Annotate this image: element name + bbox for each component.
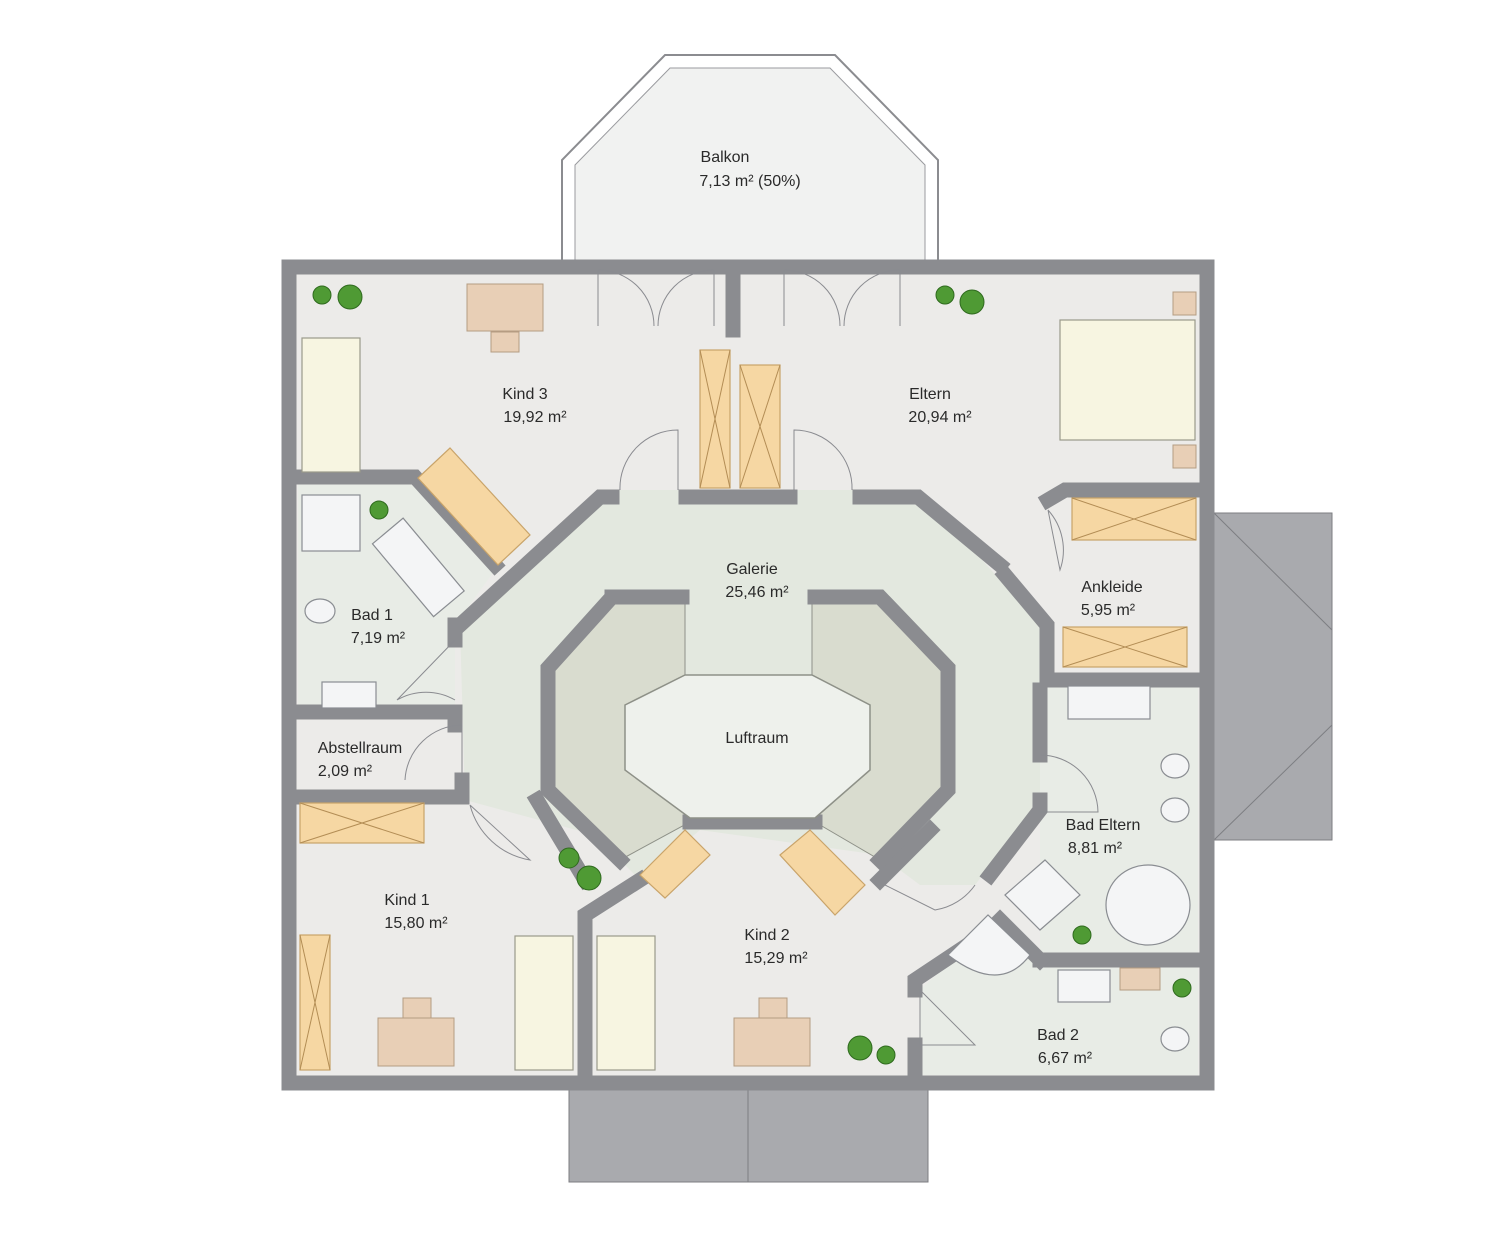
room-area-bad-eltern: 8,81 m²: [1068, 840, 1123, 857]
room-name-eltern: Eltern: [909, 386, 951, 403]
room-name-kind2: Kind 2: [744, 927, 789, 944]
room-name-ankleide: Ankleide: [1081, 579, 1142, 596]
room-name-luftraum: Luftraum: [725, 730, 788, 747]
door-swings: [396, 269, 1099, 1046]
room-area-balkon: 7,13 m² (50%): [699, 173, 800, 190]
sanitary: [301, 494, 1191, 1052]
room-area-bad1: 7,19 m²: [351, 630, 406, 647]
room-area-eltern: 20,94 m²: [908, 409, 972, 426]
room-name-abstellraum: Abstellraum: [318, 740, 402, 757]
room-name-bad-eltern: Bad Eltern: [1066, 817, 1141, 834]
room-name-kind1: Kind 1: [384, 892, 429, 909]
room-name-kind3: Kind 3: [502, 386, 547, 403]
room-area-galerie: 25,46 m²: [725, 584, 789, 601]
roof-east: [1213, 512, 1333, 841]
luftraum-void: [624, 674, 871, 819]
plants: [312, 284, 1192, 1065]
balcony: [561, 54, 939, 263]
room-name-galerie: Galerie: [726, 561, 778, 578]
wardrobes: [299, 349, 1197, 1071]
room-area-ankleide: 5,95 m²: [1081, 602, 1136, 619]
room-area-bad2: 6,67 m²: [1038, 1050, 1093, 1067]
interior-walls: [290, 262, 1206, 1083]
furniture: [301, 283, 1197, 1071]
room-name-bad2: Bad 2: [1037, 1027, 1079, 1044]
outer-wall: [281, 259, 1215, 1091]
room-area-kind1: 15,80 m²: [384, 915, 448, 932]
room-name-balkon: Balkon: [701, 149, 750, 166]
roof-south: [568, 1089, 929, 1183]
room-area-abstellraum: 2,09 m²: [318, 763, 373, 780]
room-labels: Balkon 7,13 m² (50%) Kind 3 19,92 m² Elt…: [318, 149, 1143, 1067]
room-area-kind3: 19,92 m²: [503, 409, 567, 426]
room-area-kind2: 15,29 m²: [744, 950, 808, 967]
room-name-bad1: Bad 1: [351, 607, 393, 624]
staircase: [540, 589, 956, 871]
